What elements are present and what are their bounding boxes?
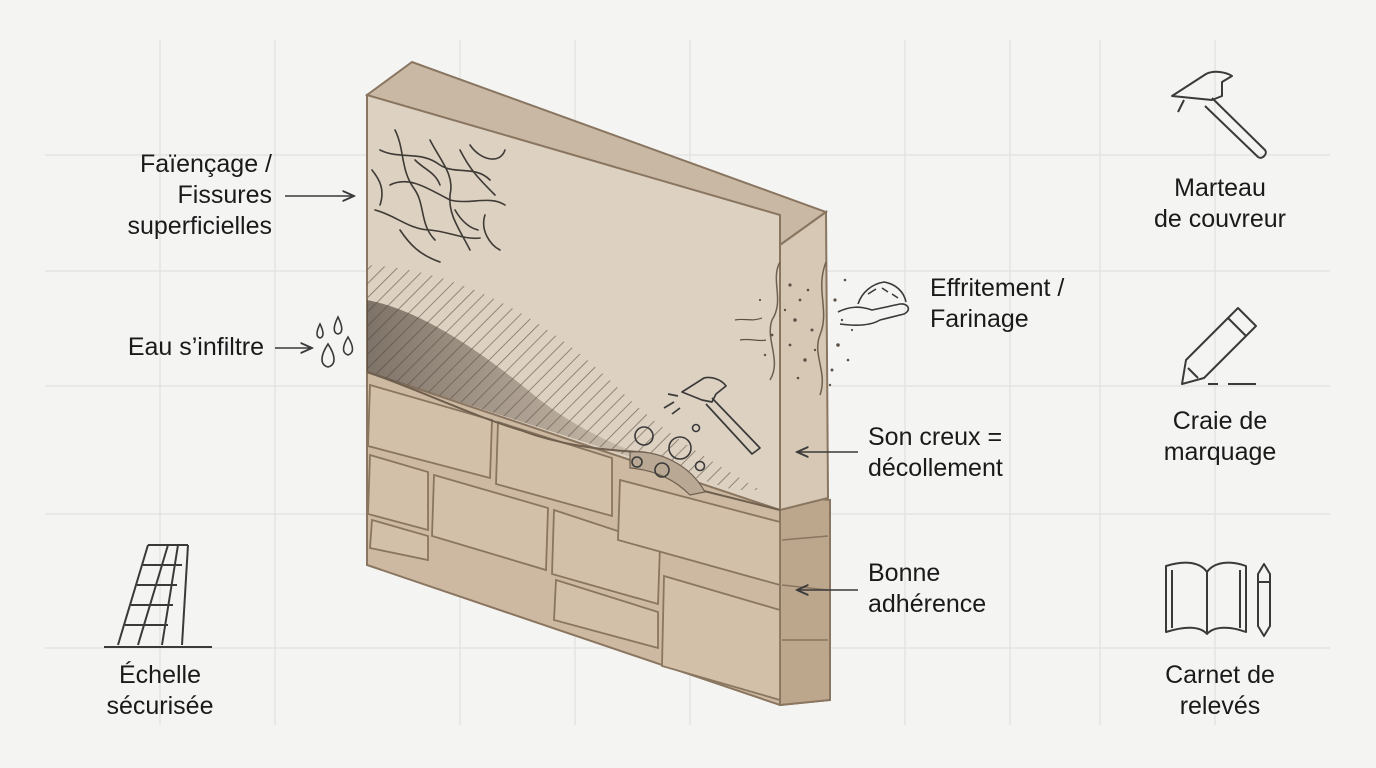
label-crumbling: Effritement / Farinage xyxy=(930,274,1065,333)
label-tool-notebook: Carnet de relevés xyxy=(1165,661,1275,720)
callout-arrows xyxy=(275,196,858,590)
render-layer xyxy=(364,60,830,512)
crumbling-zone xyxy=(734,261,854,396)
hammer-icon xyxy=(1171,70,1267,159)
label-water-infiltration: Eau s’infiltre xyxy=(127,333,264,361)
hollow-bubbles xyxy=(631,423,706,478)
label-crazing: Faïençage / Fissures superficielles xyxy=(127,150,272,240)
notebook-pen-icon xyxy=(1165,561,1271,637)
water-drops-icon xyxy=(316,315,354,368)
label-tool-hammer: Marteau de couvreur xyxy=(1153,174,1287,233)
ladder-icon xyxy=(104,544,212,648)
pencil-chalk-icon xyxy=(1181,307,1257,385)
label-good-adhesion: Bonne adhérence xyxy=(868,559,987,618)
crazing-cracks xyxy=(371,129,506,263)
powder-hand-icon xyxy=(837,281,910,326)
label-hollow-sound: Son creux = décollement xyxy=(868,423,1003,482)
sound-hammer-icon xyxy=(663,376,761,455)
stone-masonry xyxy=(366,358,831,707)
label-tool-ladder: Échelle sécurisée xyxy=(106,661,214,720)
label-tool-chalk: Craie de marquage xyxy=(1163,407,1277,466)
